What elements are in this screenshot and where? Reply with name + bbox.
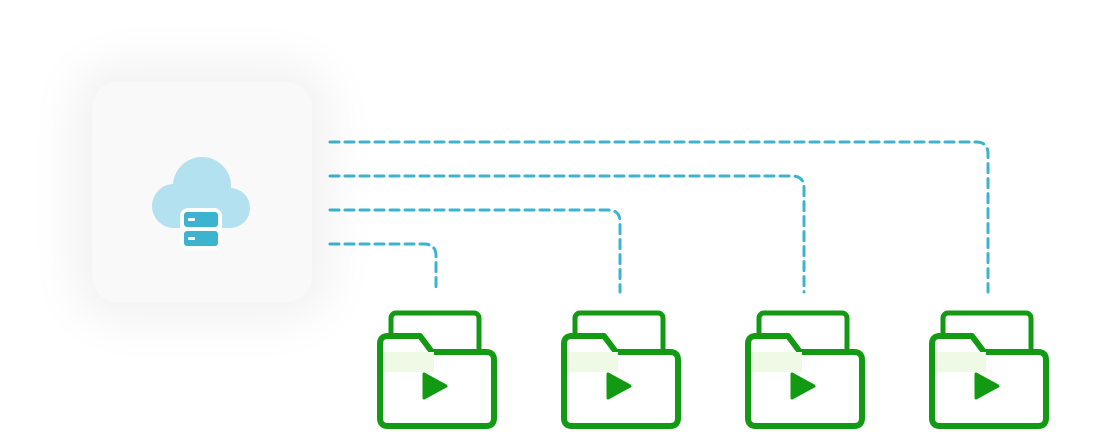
connector-line-4 — [328, 140, 990, 294]
cloud-server-card — [92, 82, 312, 302]
video-folder-icon-3 — [745, 310, 865, 429]
connector-line-3 — [328, 174, 806, 294]
cloud-server-icon — [152, 157, 250, 250]
video-folder-icon-2 — [561, 310, 681, 429]
video-folder-icon-4 — [929, 310, 1049, 429]
connector-line-1 — [328, 242, 438, 294]
video-folder-icon-1 — [377, 310, 497, 429]
connector-line-2 — [328, 208, 622, 294]
